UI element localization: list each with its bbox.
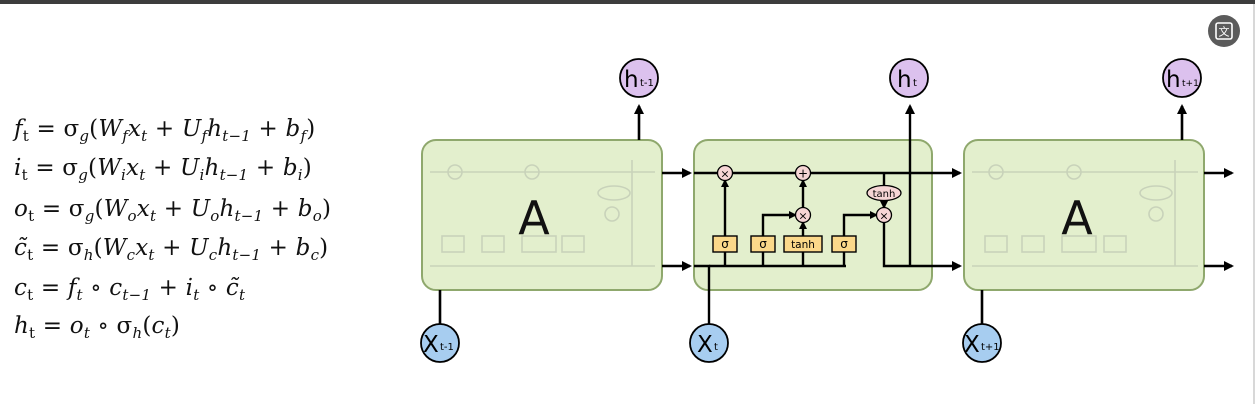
equation-cell-state: ct = ft ∘ ct−1 + it ∘ c̃t xyxy=(14,275,246,304)
input-node-t xyxy=(689,323,729,363)
window-top-bar xyxy=(0,0,1255,4)
equation-hidden-state: ht = ot ∘ σh(ct) xyxy=(14,313,181,342)
op-add xyxy=(794,164,812,182)
translate-icon: 文 xyxy=(1215,22,1233,40)
input-node-t-plus-1 xyxy=(962,323,1002,363)
cell-center-wiring xyxy=(694,104,932,326)
translate-button[interactable]: 文 xyxy=(1208,15,1240,47)
cell-left-ghost xyxy=(430,160,655,267)
output-node-t xyxy=(889,58,929,98)
cell-right xyxy=(963,139,1205,291)
equation-input-gate: it = σg(Wixt + Uiht−1 + bi) xyxy=(14,155,312,184)
svg-text:t: t xyxy=(913,78,917,89)
svg-text:X: X xyxy=(964,332,980,358)
svg-text:h: h xyxy=(1166,67,1181,93)
svg-text:σ: σ xyxy=(840,237,848,251)
svg-text:X: X xyxy=(697,332,713,358)
svg-text:t+1: t+1 xyxy=(981,342,1000,353)
equation-forget-gate: ft = σg(Wfxt + Ufht−1 + bf) xyxy=(14,116,316,145)
cell-left xyxy=(421,139,663,291)
op-tanh-oval xyxy=(866,184,902,202)
output-node-t-plus-1 xyxy=(1162,58,1202,98)
cell-right-ghost xyxy=(972,160,1198,267)
op-input-multiply xyxy=(794,206,812,224)
gate-output-sigma xyxy=(831,235,857,253)
gate-tanh xyxy=(783,235,823,253)
svg-text:+: + xyxy=(798,167,808,181)
svg-text:tanh: tanh xyxy=(873,189,896,200)
svg-text:σ: σ xyxy=(721,237,729,251)
equation-candidate-cell: c̃t = σh(Wcxt + Ucht−1 + bc) xyxy=(14,235,329,264)
svg-text:文: 文 xyxy=(1219,25,1230,39)
gate-input-sigma xyxy=(750,235,776,253)
output-node-t-minus-1 xyxy=(619,58,659,98)
svg-text:h: h xyxy=(897,67,912,93)
svg-text:t-1: t-1 xyxy=(640,78,654,89)
svg-text:×: × xyxy=(798,210,807,223)
svg-text:t: t xyxy=(714,342,718,353)
svg-text:h: h xyxy=(624,67,639,93)
svg-text:×: × xyxy=(879,210,888,223)
gate-forget-sigma xyxy=(712,235,738,253)
svg-text:×: × xyxy=(720,168,729,181)
op-forget-multiply xyxy=(716,164,734,182)
svg-text:tanh: tanh xyxy=(791,239,815,251)
op-output-multiply xyxy=(875,206,893,224)
cell-right-label: A xyxy=(1061,191,1093,245)
input-node-t-minus-1 xyxy=(420,323,460,363)
cell-center xyxy=(693,139,933,291)
svg-text:t-1: t-1 xyxy=(440,342,454,353)
window-right-edge xyxy=(1253,4,1255,404)
equation-output-gate: ot = σg(Woxt + Uoht−1 + bo) xyxy=(14,196,332,225)
cell-left-label: A xyxy=(518,191,550,245)
svg-text:σ: σ xyxy=(759,237,767,251)
svg-text:X: X xyxy=(423,332,439,358)
svg-text:t+1: t+1 xyxy=(1182,79,1199,89)
